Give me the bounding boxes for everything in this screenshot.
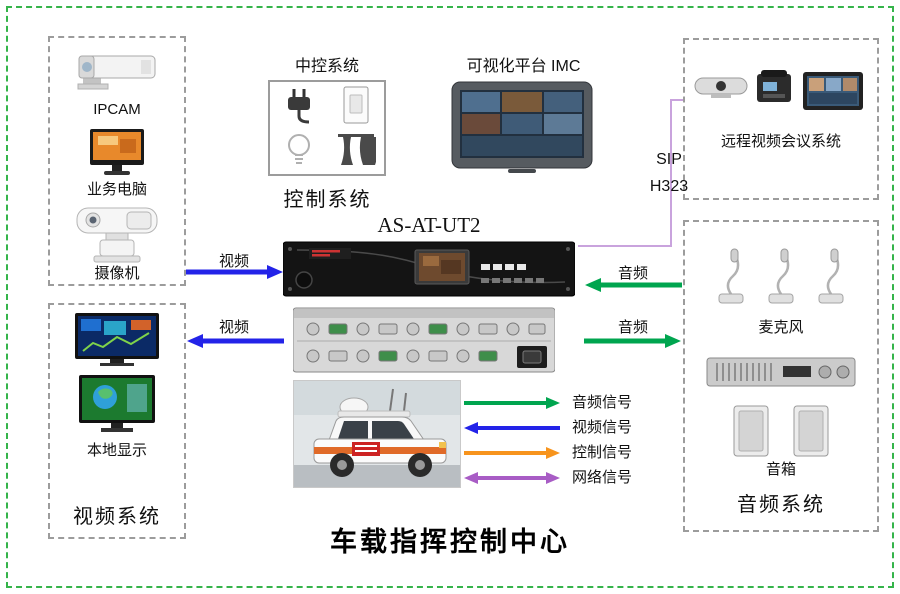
- legend-video-label: 视频信号: [572, 419, 633, 436]
- central-control-header: 中控系统: [294, 58, 359, 75]
- legend-row-network: 网络信号: [462, 469, 632, 487]
- audio-in-label: 音频: [617, 265, 648, 282]
- video-system-box: 本地显示 视频系统: [48, 303, 186, 539]
- audio-out-label: 音频: [617, 319, 648, 336]
- speaker-icon: [793, 405, 829, 457]
- audio-system-box: 麦克风 音箱 音频系统: [683, 220, 879, 532]
- video-in-label: 视频: [218, 253, 249, 270]
- ptz-camera-label: 摄像机: [94, 265, 140, 282]
- imc-screen-icon: [451, 81, 593, 173]
- business-pc-icon: [90, 128, 144, 175]
- wall-switch-icon: [327, 82, 384, 128]
- conference-devices-icon: [694, 70, 863, 110]
- local-display-1-icon: [75, 313, 159, 366]
- control-signal-arrow-icon: [464, 447, 560, 459]
- microphone-row: [715, 248, 847, 306]
- central-device-model: AS-AT-UT2: [377, 213, 481, 237]
- plug-icon: [270, 82, 327, 128]
- signal-legend: 音频信号 视频信号 控制信号 网络信号: [462, 394, 632, 494]
- ipcam-label: IPCAM: [93, 100, 141, 118]
- diagram-title: 车载指挥控制中心: [330, 527, 570, 557]
- local-display-label: 本地显示: [86, 442, 147, 459]
- video-out-arrow: [187, 334, 284, 348]
- protocol-label: SIP H323: [640, 146, 698, 200]
- audio-signal-arrow-icon: [464, 397, 560, 409]
- audio-system-label: 音频系统: [737, 494, 825, 516]
- ptz-camera-icon: [76, 207, 158, 263]
- microphone-icon: [718, 248, 744, 304]
- protocol-h323: H323: [649, 178, 689, 195]
- microphone-icon: [768, 248, 794, 304]
- speaker-icon: [733, 405, 769, 457]
- video-sources-box: IPCAM 业务电脑 摄像机: [48, 36, 186, 286]
- main-rack-unit-image: [283, 241, 575, 297]
- conference-box: 远程视频会议系统: [683, 38, 879, 200]
- matrix-rack-unit-image: [293, 307, 555, 373]
- microphone-label: 麦克风: [758, 319, 804, 336]
- legend-row-video: 视频信号: [462, 419, 632, 437]
- protocol-sip: SIP: [656, 151, 682, 168]
- video-system-label: 视频系统: [73, 506, 161, 528]
- amplifier-icon: [706, 357, 856, 387]
- microphone-icon: [818, 248, 844, 304]
- audio-out-arrow: [584, 334, 681, 348]
- speaker-label: 音箱: [765, 461, 796, 478]
- control-devices-box: [268, 80, 386, 176]
- legend-audio-label: 音频信号: [572, 394, 633, 411]
- legend-row-control: 控制信号: [462, 444, 632, 462]
- legend-control-label: 控制信号: [572, 444, 633, 461]
- speaker-row: [731, 404, 831, 458]
- legend-network-label: 网络信号: [572, 469, 633, 486]
- legend-row-audio: 音频信号: [462, 394, 632, 412]
- audio-in-arrow: [585, 278, 682, 292]
- ipcam-icon: [77, 55, 156, 90]
- business-pc-label: 业务电脑: [86, 180, 147, 198]
- video-out-label: 视频: [218, 319, 249, 336]
- control-system-label: 控制系统: [283, 189, 372, 211]
- network-signal-arrow-icon: [464, 472, 560, 484]
- bulb-icon: [270, 128, 327, 174]
- video-signal-arrow-icon: [464, 422, 560, 434]
- video-in-arrow: [186, 265, 283, 279]
- local-display-2-icon: [79, 375, 155, 432]
- imc-platform-label: 可视化平台 IMC: [466, 58, 581, 75]
- conference-system-label: 远程视频会议系统: [720, 133, 841, 150]
- curtain-icon: [327, 128, 384, 174]
- vehicle-image: [293, 380, 461, 488]
